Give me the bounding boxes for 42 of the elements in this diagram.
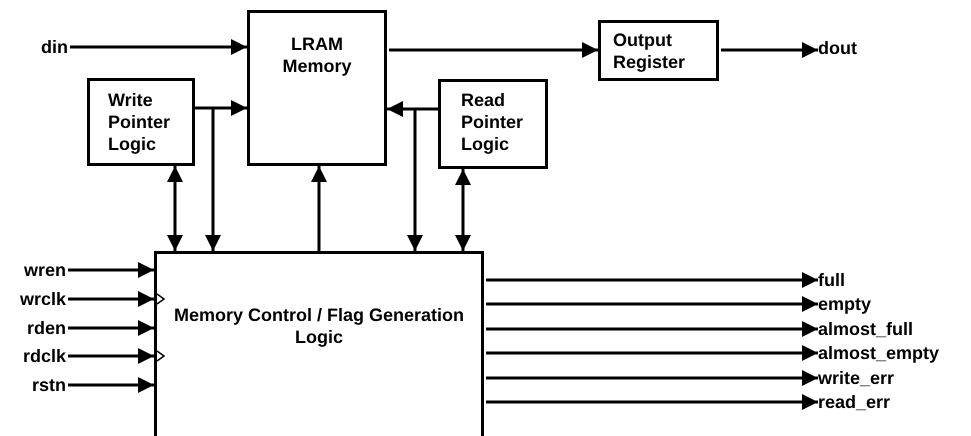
signal-arrow	[68, 291, 154, 307]
signal-arrow	[68, 377, 154, 393]
block-label: Read Pointer Logic	[461, 90, 524, 154]
signal-name: rden	[0, 318, 66, 338]
signal-arrow	[486, 394, 818, 410]
signal-name: wren	[0, 260, 66, 280]
signal-arrow	[195, 106, 221, 251]
signal-arrow	[407, 108, 438, 251]
signal-arrow	[486, 321, 818, 337]
logic-block	[598, 20, 719, 81]
signal-name: dout	[818, 38, 878, 58]
block-label: Memory Control / Flag Generation Logic	[174, 305, 464, 347]
logic-block	[247, 10, 387, 166]
signal-name: almost_full	[818, 319, 968, 339]
signal-name: read_err	[818, 392, 968, 412]
logic-block	[154, 251, 484, 436]
signal-arrow	[486, 345, 818, 361]
signal-arrow	[721, 42, 818, 58]
logic-block	[87, 78, 195, 166]
block-label: Output Register	[613, 30, 686, 72]
signal-arrow	[70, 39, 247, 55]
signal-arrow	[486, 272, 818, 288]
signal-name: rdclk	[0, 346, 66, 366]
signal-name: full	[818, 270, 968, 290]
signal-name: din	[28, 37, 68, 57]
signal-name: wrclk	[0, 289, 66, 309]
signal-arrow	[455, 169, 471, 251]
signal-arrow	[68, 320, 154, 336]
block-label: Write Pointer Logic	[108, 90, 170, 154]
signal-arrow	[68, 348, 154, 364]
signal-arrow	[486, 370, 818, 386]
signal-arrow	[486, 296, 818, 312]
signal-arrow	[311, 166, 327, 251]
logic-block	[438, 79, 548, 169]
signal-name: empty	[818, 294, 968, 314]
block-label: LRAM Memory	[282, 34, 352, 76]
signal-arrow	[68, 262, 154, 278]
signal-name: write_err	[818, 368, 968, 388]
signal-arrow	[167, 166, 183, 251]
signal-arrow	[389, 42, 598, 58]
signal-name: almost_empty	[818, 343, 968, 363]
signal-name: rstn	[0, 375, 66, 395]
